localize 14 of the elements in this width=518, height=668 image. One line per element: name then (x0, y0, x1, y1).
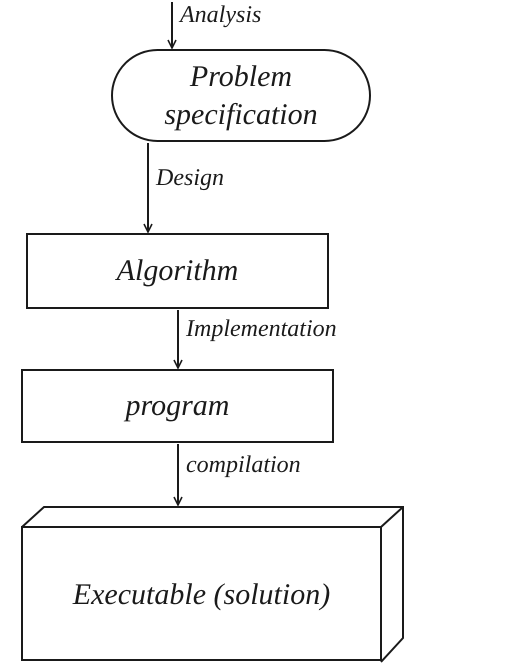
process-box (20, 368, 335, 444)
arrow (173, 444, 183, 506)
edge-label: Implementation (186, 317, 337, 341)
arrow (173, 310, 183, 369)
node-text: Problem specification (163, 59, 319, 132)
arrow (167, 2, 177, 49)
arrow (143, 143, 153, 233)
solid-box (20, 505, 405, 663)
node-text: program (126, 388, 230, 424)
edge-label: Analysis (180, 3, 262, 27)
edge-label: compilation (186, 452, 301, 476)
node-text: Executable (solution) (72, 577, 330, 614)
process-box (25, 232, 330, 310)
node-text: Algorithm (116, 253, 238, 290)
